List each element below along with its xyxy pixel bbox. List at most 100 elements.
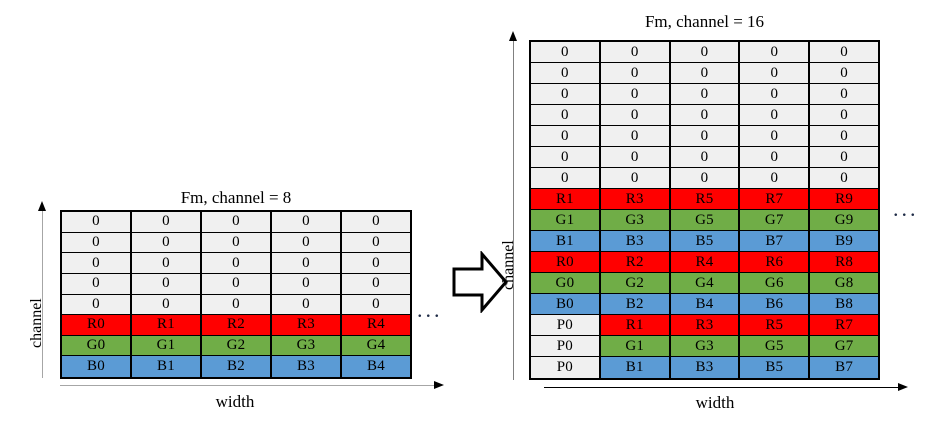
right-grid-cell: G4 <box>670 273 741 294</box>
right-table-ellipsis: ... <box>893 196 919 221</box>
right-grid-cell: 0 <box>670 105 741 126</box>
right-grid-cell: 0 <box>740 63 811 84</box>
left-grid-cell: 0 <box>132 253 202 274</box>
right-grid-cell: 0 <box>670 126 741 147</box>
right-grid-cell: 0 <box>810 84 878 105</box>
right-grid-cell: B2 <box>600 294 671 315</box>
right-grid-cell: G7 <box>740 210 811 231</box>
right-grid-cell: R9 <box>810 189 878 210</box>
right-grid-cell: R5 <box>740 315 811 336</box>
right-grid-cell: B5 <box>670 231 741 252</box>
right-grid-cell: R7 <box>810 315 878 336</box>
right-channel-axis <box>509 31 517 380</box>
left-grid-cell: B3 <box>272 356 342 377</box>
right-grid-cell: R1 <box>600 315 671 336</box>
right-grid-cell: 0 <box>531 126 601 147</box>
right-grid-cell: P0 <box>531 336 601 357</box>
left-grid-cell: R2 <box>202 315 272 336</box>
right-grid-cell: G7 <box>810 336 878 357</box>
right-grid-cell: R1 <box>531 189 601 210</box>
left-grid-cell: G2 <box>202 335 272 357</box>
left-grid-cell: 0 <box>202 212 272 233</box>
right-grid-cell: G3 <box>600 210 671 231</box>
right-grid-cell: G1 <box>531 210 601 231</box>
left-channel-axis-label: channel <box>28 298 45 348</box>
left-grid-cell: 0 <box>342 273 410 295</box>
right-grid-cell: R8 <box>810 252 878 273</box>
right-width-axis-label: width <box>695 393 735 412</box>
right-grid-cell: 0 <box>531 63 601 84</box>
right-grid-cell: B9 <box>810 231 878 252</box>
right-channel-arrowhead <box>509 31 517 41</box>
left-grid-cell: 0 <box>62 294 132 316</box>
left-grid-cell: 0 <box>342 253 410 274</box>
left-grid-cell: B4 <box>342 356 410 377</box>
left-grid-cell: 0 <box>132 212 202 233</box>
right-grid-cell: 0 <box>740 147 811 168</box>
left-grid-cell: B1 <box>132 356 202 377</box>
right-grid-cell: R6 <box>740 252 811 273</box>
left-grid-cell: 0 <box>202 232 272 254</box>
left-grid-cell: 0 <box>62 253 132 274</box>
right-grid-cell: 0 <box>670 84 741 105</box>
right-grid-cell: 0 <box>531 42 601 63</box>
left-grid-cell: G0 <box>62 335 132 357</box>
right-grid-cell: B1 <box>600 357 671 378</box>
left-grid-cell: 0 <box>342 212 410 233</box>
right-grid-cell: 0 <box>600 147 671 168</box>
right-grid-cell: R3 <box>670 315 741 336</box>
right-grid-cell: 0 <box>810 168 878 189</box>
right-grid-cell: B0 <box>531 294 601 315</box>
right-grid-cell: 0 <box>670 168 741 189</box>
left-grid-cell: G4 <box>342 335 410 357</box>
right-grid-cell: 0 <box>600 126 671 147</box>
right-grid-cell: B1 <box>531 231 601 252</box>
right-grid-cell: R5 <box>670 189 741 210</box>
right-grid-cell: R7 <box>740 189 811 210</box>
right-grid-cell: B8 <box>810 294 878 315</box>
right-grid-cell: 0 <box>600 105 671 126</box>
right-grid-cell: 0 <box>740 84 811 105</box>
right-channel-axis-label: channel <box>500 240 517 290</box>
left-table-ellipsis: ... <box>417 297 443 322</box>
right-grid-cell: 0 <box>531 105 601 126</box>
left-grid-cell: G3 <box>272 335 342 357</box>
right-grid-cell: G8 <box>810 273 878 294</box>
right-grid-cell: 0 <box>600 168 671 189</box>
right-table-title: Fm, channel = 16 <box>644 12 765 31</box>
left-grid-cell: 0 <box>202 294 272 316</box>
left-grid-cell: 0 <box>272 232 342 254</box>
right-grid-cell: B3 <box>600 231 671 252</box>
right-grid-cell: G9 <box>810 210 878 231</box>
block-arrow-right-icon <box>452 249 508 318</box>
left-grid-cell: 0 <box>272 294 342 316</box>
right-grid-cell: 0 <box>670 63 741 84</box>
left-grid-cell: 0 <box>272 273 342 295</box>
left-width-arrowhead <box>434 380 444 389</box>
left-grid-cell: 0 <box>62 212 132 233</box>
right-grid-cell: 0 <box>740 42 811 63</box>
right-grid-cell: G2 <box>600 273 671 294</box>
right-grid-cell: 0 <box>740 168 811 189</box>
right-grid-cell: B5 <box>740 357 811 378</box>
left-width-axis <box>60 380 444 389</box>
right-width-axis <box>544 382 908 391</box>
right-grid-cell: R4 <box>670 252 741 273</box>
left-grid-cell: G1 <box>132 335 202 357</box>
right-grid-cell: R0 <box>531 252 601 273</box>
right-grid-cell: P0 <box>531 315 601 336</box>
